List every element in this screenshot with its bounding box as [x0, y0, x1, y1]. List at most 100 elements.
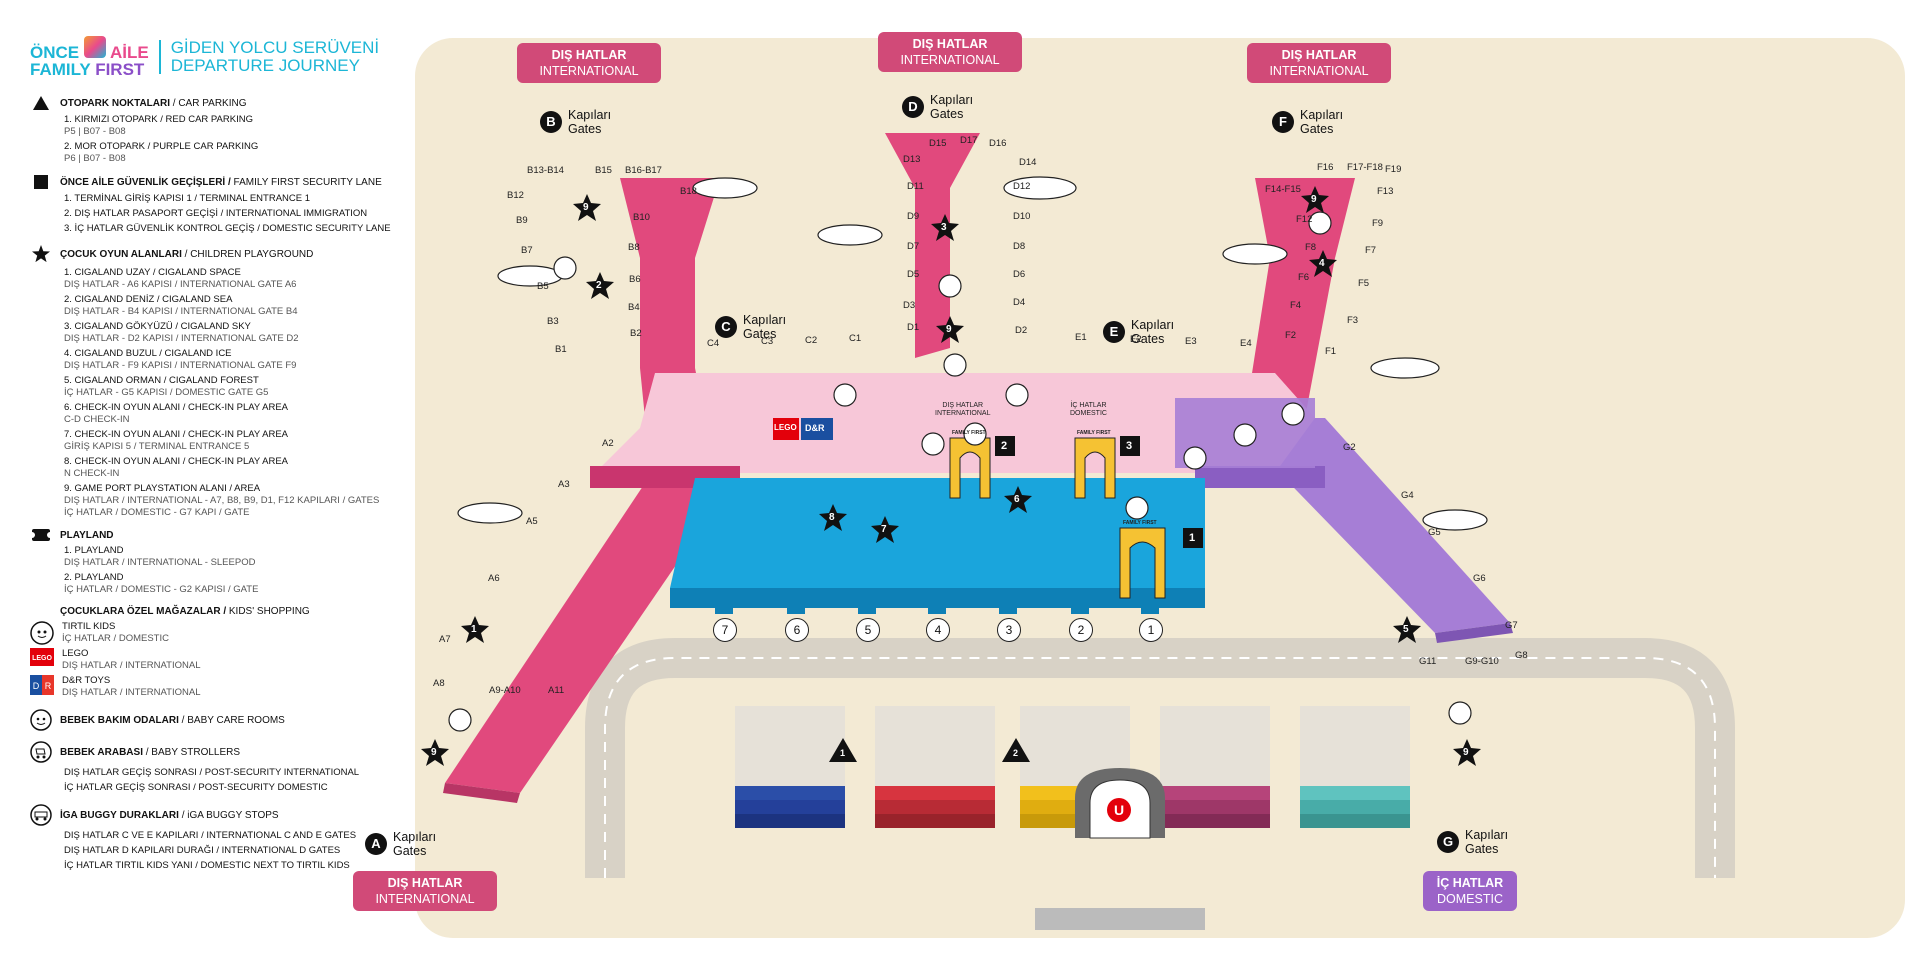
gate-label-d1: D1 — [907, 322, 920, 333]
legend-buggy: İGA BUGGY DURAKLARI / iGA BUGGY STOPS DI… — [30, 804, 410, 872]
playground-star-1[interactable]: 1 — [471, 624, 477, 635]
entrance-4[interactable]: 4 — [926, 618, 950, 642]
pier-b — [620, 178, 720, 418]
playground-star-9[interactable]: 9 — [946, 324, 952, 335]
dr-store-sign — [801, 418, 833, 440]
legend-shopping: ÇOCUKLARA ÖZEL MAĞAZALAR / KIDS' SHOPPIN… — [30, 606, 410, 699]
stroller-icon — [30, 741, 52, 763]
gate-label-a9-a10: A9-A10 — [489, 685, 521, 696]
ticket-icon — [30, 529, 52, 541]
gate-label-f8: F8 — [1305, 242, 1317, 253]
security-lane-1[interactable]: 1 — [1189, 532, 1196, 544]
terminal-map-drawing — [421, 133, 1735, 930]
gate-label-b15: B15 — [595, 165, 612, 176]
gate-label-g2: G2 — [1343, 442, 1356, 453]
playground-star-5[interactable]: 5 — [1403, 624, 1409, 635]
gate-label-e2: E2 — [1130, 334, 1142, 345]
security-lane-2[interactable]: 2 — [1001, 440, 1008, 452]
security-squares — [995, 436, 1203, 548]
gate-label-f5: F5 — [1358, 278, 1370, 289]
playground-star-9[interactable]: 9 — [1311, 194, 1317, 205]
check-in-hall — [670, 478, 1205, 588]
playground-star-9[interactable]: 9 — [583, 202, 589, 213]
gate-label-b6: B6 — [629, 274, 641, 285]
gate-label-d2: D2 — [1015, 325, 1028, 336]
parking-triangles — [829, 738, 1030, 762]
family-first-sign: FAMILY FIRST — [952, 430, 986, 436]
playground-star-7[interactable]: 7 — [881, 524, 887, 535]
gate-label-d3: D3 — [903, 300, 916, 311]
gate-label-d5: D5 — [907, 269, 920, 280]
playground-star-9[interactable]: 9 — [431, 747, 437, 758]
playground-star-4[interactable]: 4 — [1319, 258, 1325, 269]
playground-star-2[interactable]: 2 — [596, 280, 602, 291]
lego-icon: LEGO — [30, 648, 54, 672]
gate-label-f7: F7 — [1365, 245, 1377, 256]
gate-label-d7: D7 — [907, 241, 920, 252]
divider — [158, 40, 161, 74]
playground-star-6[interactable]: 6 — [1014, 494, 1020, 505]
pier-a — [445, 458, 715, 793]
gate-label-f1: F1 — [1325, 346, 1337, 357]
dr-sign-text: D&R — [805, 423, 825, 433]
gate-label-d17: D17 — [960, 135, 978, 146]
gate-label-a5: A5 — [526, 516, 538, 527]
gate-label-b12: B12 — [507, 190, 524, 201]
gate-label-e3: E3 — [1185, 336, 1197, 347]
entrance-7[interactable]: 7 — [713, 618, 737, 642]
entrance-6[interactable]: 6 — [785, 618, 809, 642]
playground-stars — [421, 186, 1481, 766]
gate-label-f2: F2 — [1285, 330, 1297, 341]
triangle-icon — [30, 96, 52, 110]
gate-label-g7: G7 — [1505, 620, 1518, 631]
gate-label-d6: D6 — [1013, 269, 1026, 280]
gate-label-b8: B8 — [628, 242, 640, 253]
gate-label-g9-g10: G9-G10 — [1465, 656, 1499, 667]
brand-logo: ÖNCE AİLE FAMILY FIRST — [30, 36, 149, 78]
car-parking-2[interactable]: 2 — [1013, 748, 1019, 758]
security-lane-3[interactable]: 3 — [1126, 440, 1133, 452]
gate-label-g5: G5 — [1428, 527, 1441, 538]
family-first-sign: FAMILY FIRST — [1123, 520, 1157, 526]
entrance-3[interactable]: 3 — [997, 618, 1021, 642]
gate-label-b9: B9 — [516, 215, 528, 226]
playground-star-9[interactable]: 9 — [1463, 747, 1469, 758]
gate-label-c4: C4 — [707, 338, 720, 349]
gate-label-f17-f18: F17-F18 — [1347, 162, 1383, 173]
pier-d — [885, 133, 980, 358]
legend-baby-care: BEBEK BAKIM ODALARI / BABY CARE ROOMS — [30, 709, 410, 731]
gate-label-d12: D12 — [1013, 181, 1031, 192]
gate-label-c3: C3 — [761, 336, 774, 347]
entrance-2[interactable]: 2 — [1069, 618, 1093, 642]
playground-star-8[interactable]: 8 — [829, 512, 835, 523]
gate-label-g4: G4 — [1401, 490, 1414, 501]
entrance-5[interactable]: 5 — [856, 618, 880, 642]
gate-label-b4: B4 — [628, 302, 640, 313]
gate-label-a7: A7 — [439, 634, 451, 645]
square-icon — [30, 175, 52, 189]
playground-star-3[interactable]: 3 — [941, 222, 947, 233]
gate-label-e4: E4 — [1240, 338, 1252, 349]
gate-label-d13: D13 — [903, 154, 921, 165]
gate-label-a11: A11 — [548, 685, 565, 696]
gate-label-b7: B7 — [521, 245, 533, 256]
svg-text:R: R — [45, 681, 52, 691]
gate-label-f6: F6 — [1298, 272, 1310, 283]
car-parking-1[interactable]: 1 — [840, 748, 846, 758]
entrance-1[interactable]: 1 — [1139, 618, 1163, 642]
gate-label-b16-b17: B16-B17 — [625, 165, 662, 176]
buggy-icon — [30, 804, 52, 826]
lego-sign-text: LEGO — [774, 423, 797, 432]
gate-label-c2: C2 — [805, 335, 818, 346]
gate-label-b10: B10 — [633, 212, 650, 223]
service-icons — [448, 211, 1472, 732]
